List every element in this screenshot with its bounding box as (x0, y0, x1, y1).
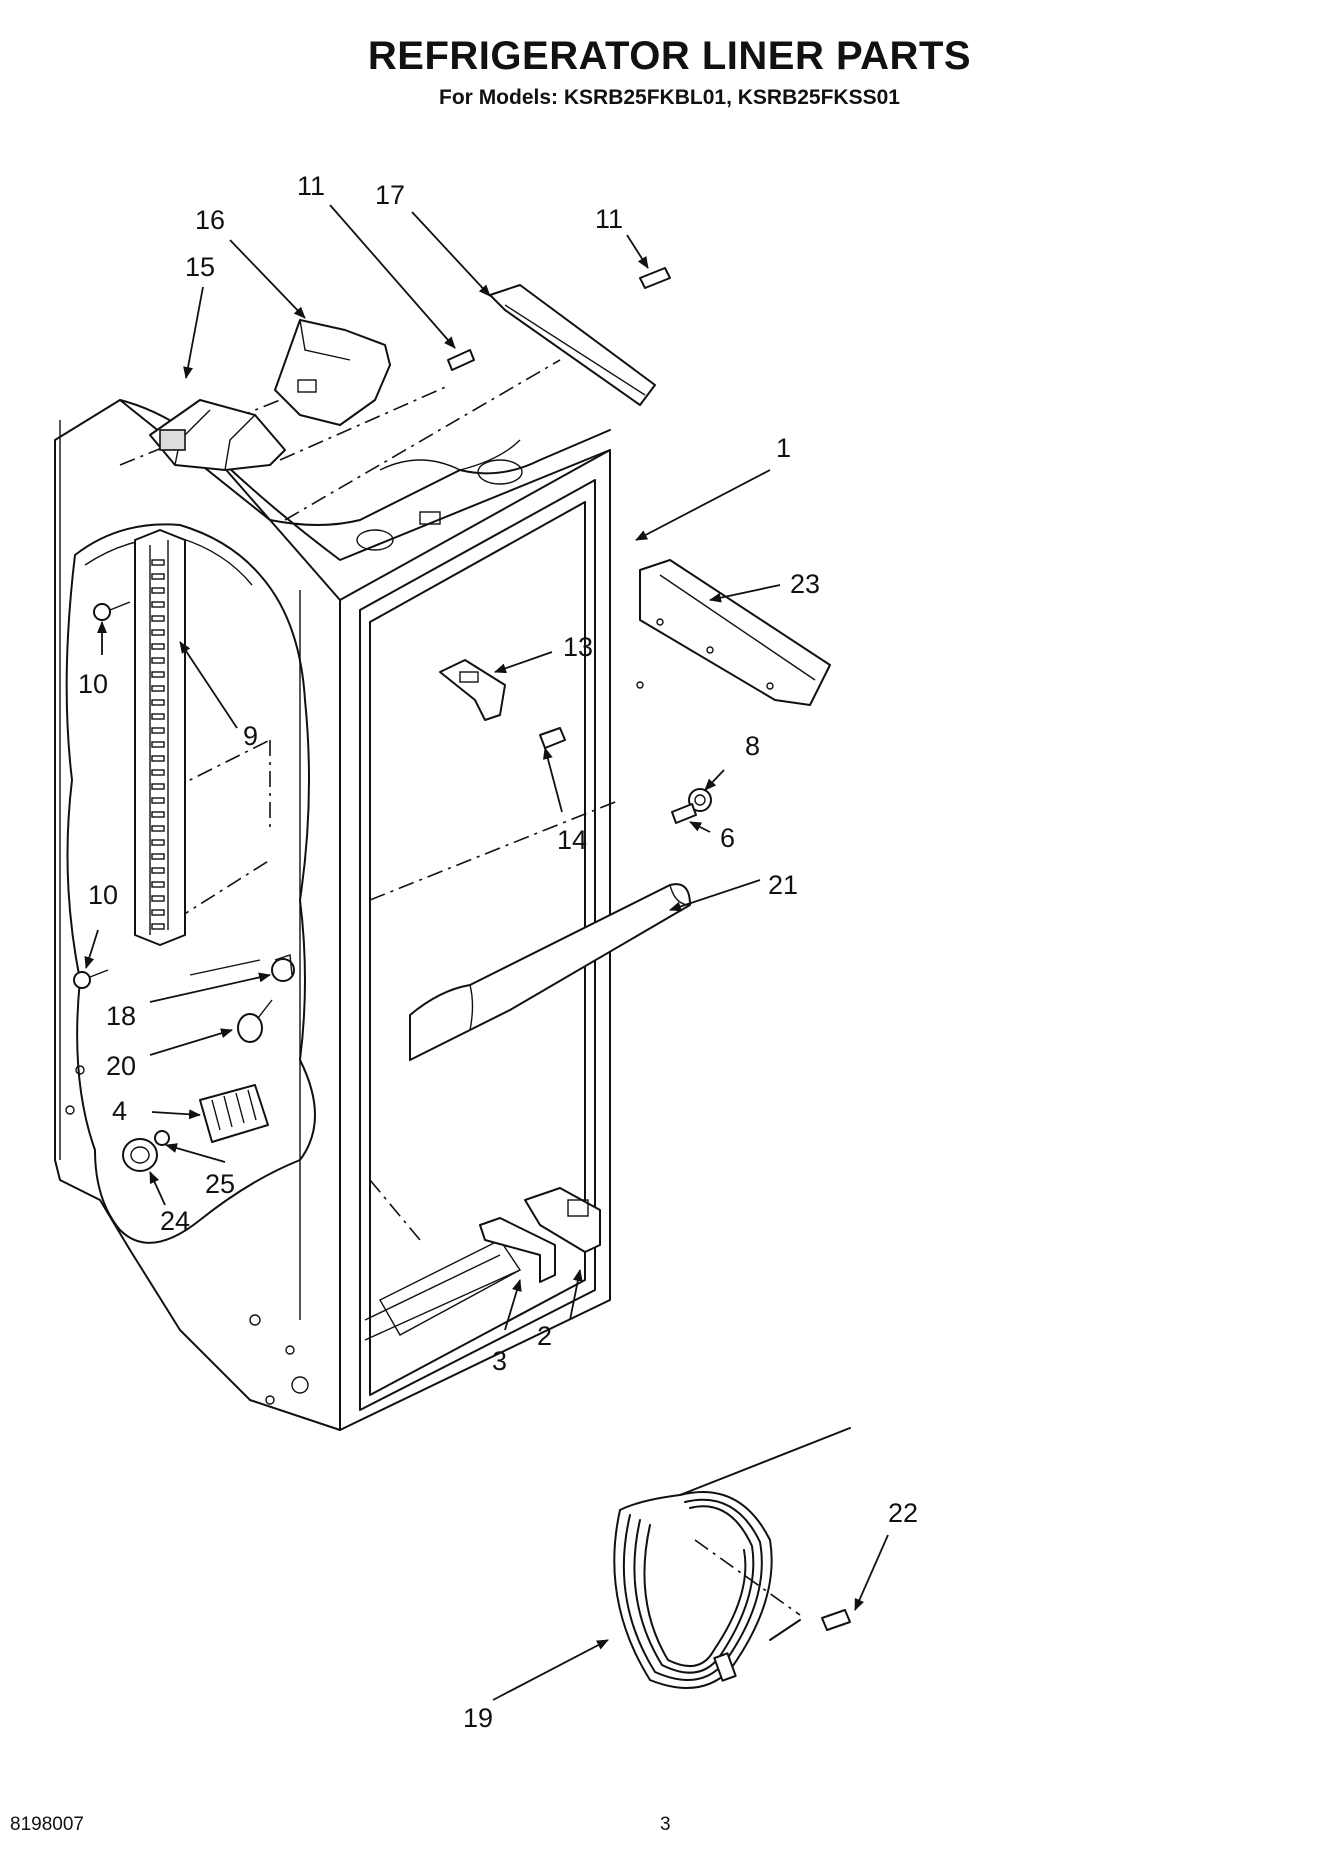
callout-2: 2 (537, 1321, 552, 1351)
bracket-13 (439, 659, 506, 721)
shelf-ladder-9 (134, 529, 186, 946)
callout-18: 18 (106, 1001, 136, 1031)
shaft-25 (154, 1130, 170, 1146)
callout-17: 17 (375, 180, 405, 210)
screw-14 (539, 727, 566, 749)
screw-10-upper (93, 601, 131, 621)
callout-4: 4 (112, 1096, 127, 1126)
screw-11-right (639, 267, 671, 289)
doc-number: 8198007 (10, 1814, 84, 1835)
leader-arrows (84, 204, 889, 1701)
control-housing-15 (149, 399, 286, 471)
bracket-3 (479, 1217, 556, 1283)
callout-13: 13 (563, 632, 593, 662)
bracket-2 (524, 1187, 601, 1253)
callout-9: 9 (243, 721, 258, 751)
callout-20: 20 (106, 1051, 136, 1081)
models-subtitle: For Models: KSRB25FKBL01, KSRB25FKSS01 (439, 86, 900, 109)
callout-24: 24 (160, 1206, 190, 1236)
light-bulb-20 (237, 999, 273, 1043)
callout-3: 3 (492, 1346, 507, 1376)
callout-8: 8 (745, 731, 760, 761)
page-number: 3 (660, 1814, 671, 1835)
callout-15: 15 (185, 252, 215, 282)
screw-11-left (447, 349, 475, 371)
page-title: REFRIGERATOR LINER PARTS (367, 34, 972, 78)
screw-6 (671, 803, 697, 824)
callout-10-upper: 10 (78, 669, 108, 699)
rail-23 (639, 559, 831, 706)
vent-grille-4 (199, 1084, 269, 1143)
spacer-8 (688, 788, 712, 812)
shelf-cover-21 (409, 883, 691, 1061)
callout-11-left: 11 (297, 171, 325, 201)
callout-16: 16 (195, 205, 225, 235)
knob-24 (122, 1138, 158, 1172)
callout-23: 23 (790, 569, 820, 599)
callout-11-right: 11 (595, 204, 623, 234)
callout-labels: 1 2 3 4 6 8 9 10 10 11 11 13 14 15 16 17… (78, 171, 918, 1733)
callout-14: 14 (557, 825, 587, 855)
callout-21: 21 (768, 870, 798, 900)
screw-10-lower (73, 969, 109, 989)
light-socket-18 (189, 954, 295, 982)
channel-17 (489, 284, 656, 406)
screw-22 (821, 1609, 851, 1631)
callout-6: 6 (720, 823, 735, 853)
callout-22: 22 (888, 1498, 918, 1528)
callout-10-lower: 10 (88, 880, 118, 910)
callout-19: 19 (463, 1703, 493, 1733)
callout-25: 25 (205, 1169, 235, 1199)
water-tube-19 (613, 1427, 851, 1689)
callout-1: 1 (776, 433, 791, 463)
bracket-16 (274, 319, 391, 426)
